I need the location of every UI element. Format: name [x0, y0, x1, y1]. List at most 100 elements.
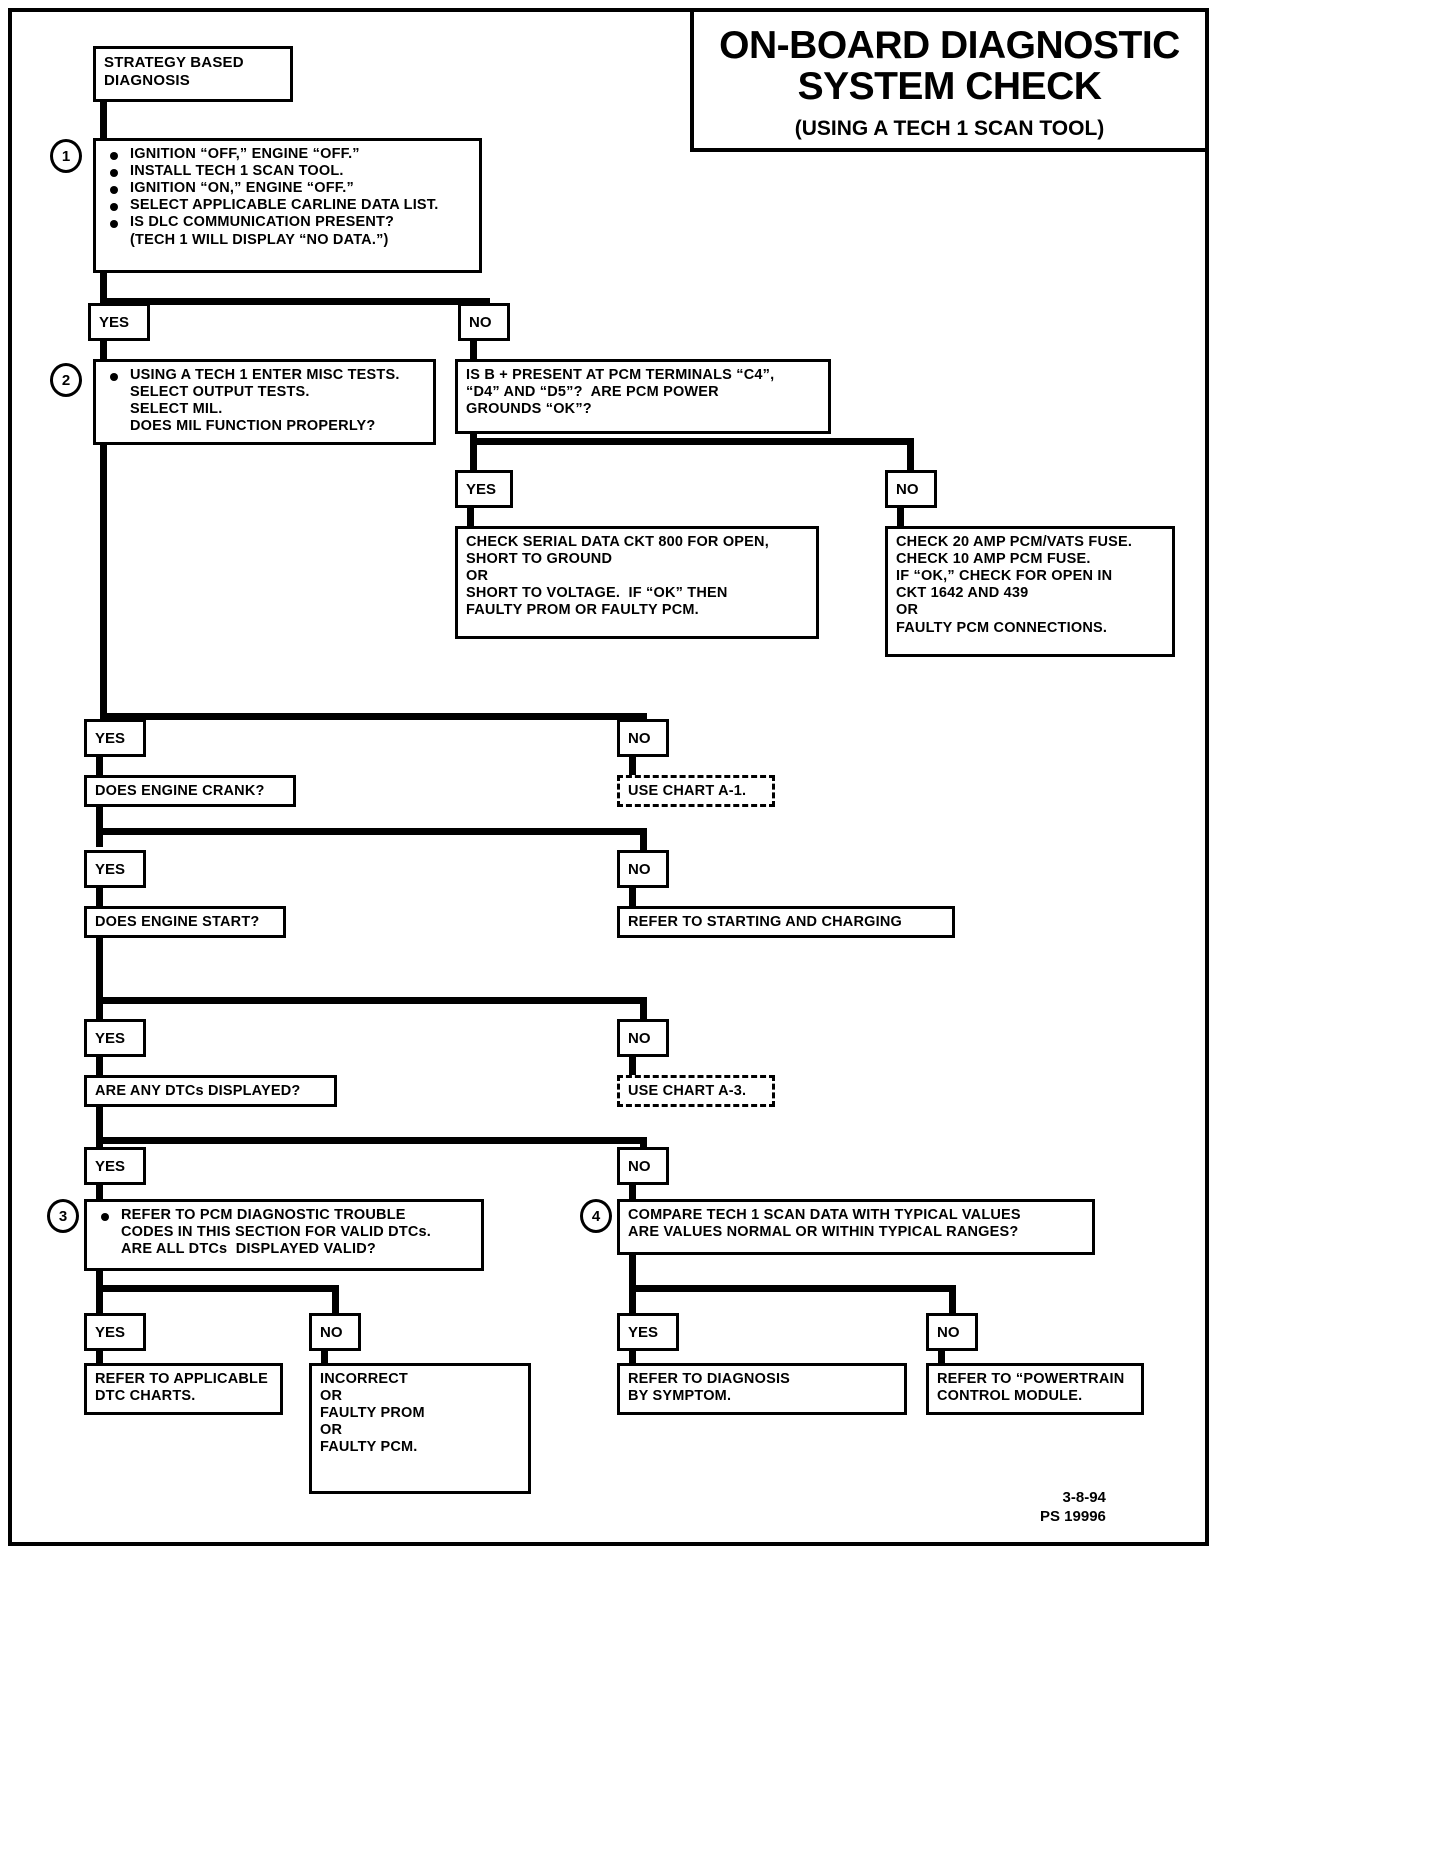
yes-text: YES — [99, 313, 130, 331]
connector-bplus-to-no — [907, 438, 914, 470]
no-text: NO — [469, 313, 492, 331]
connector-no-start-down — [629, 888, 636, 908]
node-use-chart-a1: USE CHART A-1. — [617, 775, 775, 807]
footer-date: 3-8-94 — [1062, 1489, 1106, 1506]
strategy-line-1: STRATEGY BASED — [104, 54, 244, 71]
footer-code: PS 19996 — [1040, 1507, 1106, 1525]
label-no-dtcs: NO — [617, 1019, 669, 1057]
node-step-4: COMPARE TECH 1 SCAN DATA WITH TYPICAL VA… — [617, 1199, 1095, 1255]
fuse-line-2: CHECK 10 AMP PCM FUSE. — [896, 551, 1091, 568]
fuse-line-4: CKT 1642 AND 439 — [896, 585, 1029, 602]
node-b-plus-present: IS B + PRESENT AT PCM TERMINALS “C4”, “D… — [455, 359, 831, 434]
yes-text: YES — [466, 480, 497, 498]
connector-step4-to-no — [949, 1285, 956, 1313]
no-text: NO — [628, 860, 651, 878]
pcm-module-line-1: REFER TO “POWERTRAIN — [937, 1371, 1125, 1387]
serial-line-3: OR — [466, 568, 489, 585]
connector-step2-split-bar — [100, 713, 647, 720]
connector-start-down — [96, 938, 103, 1020]
step1-bullet-2: INSTALL TECH 1 SCAN TOOL. — [104, 163, 471, 180]
step4-line-2: ARE VALUES NORMAL OR WITHIN TYPICAL RANG… — [628, 1224, 1019, 1241]
title-subtitle: (USING A TECH 1 SCAN TOOL) — [794, 117, 1105, 141]
connector-dtcs-split-bar — [96, 1137, 647, 1144]
step-marker-3: 3 — [47, 1199, 79, 1233]
fuse-line-1: CHECK 20 AMP PCM/VATS FUSE. — [896, 534, 1133, 550]
step1-bullet-5: IS DLC COMMUNICATION PRESENT? — [104, 214, 471, 231]
connector-dtcs-down — [96, 1107, 103, 1155]
connector-bplus-split-bar — [470, 438, 914, 445]
node-refer-applicable-dtc-charts: REFER TO APPLICABLE DTC CHARTS. — [84, 1363, 283, 1415]
label-yes-crank: YES — [84, 719, 146, 757]
label-yes-by-symptom: YES — [617, 1313, 679, 1351]
connector-no-pcm-module-down — [938, 1351, 945, 1365]
pcm-module-line-2: CONTROL MODULE. — [937, 1388, 1083, 1405]
connector-crank-down — [96, 807, 103, 847]
connector-yes1-down — [100, 341, 107, 361]
serial-line-1: CHECK SERIAL DATA CKT 800 FOR OPEN, — [466, 534, 769, 550]
label-no-crank: NO — [617, 719, 669, 757]
bplus-line-3: GROUNDS “OK”? — [466, 401, 592, 418]
strategy-line-2: DIAGNOSIS — [104, 71, 190, 89]
connector-step1-down — [100, 273, 107, 305]
step2-line-1: USING A TECH 1 ENTER MISC TESTS. — [104, 367, 425, 384]
bplus-line-2: “D4” AND “D5”? ARE PCM POWER — [466, 384, 719, 401]
step-number-1: 1 — [61, 147, 71, 165]
by-symptom-line-2: BY SYMPTOM. — [628, 1388, 732, 1405]
fuse-line-6: FAULTY PCM CONNECTIONS. — [896, 619, 1108, 636]
connector-yes-dtc-charts-down — [96, 1351, 103, 1365]
label-no-bplus: NO — [885, 470, 937, 508]
label-yes-bplus: YES — [455, 470, 513, 508]
yes-text: YES — [95, 1029, 126, 1047]
label-no-step1: NO — [458, 303, 510, 341]
connector-strategy-to-step1 — [100, 102, 107, 142]
connector-no-crank-down — [629, 757, 636, 777]
step-number-3: 3 — [58, 1207, 68, 1225]
label-yes-dtcs: YES — [84, 1019, 146, 1057]
step4-line-1: COMPARE TECH 1 SCAN DATA WITH TYPICAL VA… — [628, 1207, 1021, 1223]
node-does-engine-start: DOES ENGINE START? — [84, 906, 286, 938]
fuse-line-5: OR — [896, 602, 919, 619]
no-text: NO — [320, 1323, 343, 1341]
step3-line-3: ARE ALL DTCs DISPLAYED VALID? — [121, 1241, 376, 1258]
by-symptom-line-1: REFER TO DIAGNOSIS — [628, 1371, 791, 1387]
yes-text: YES — [95, 1323, 126, 1341]
chart-a3-text: USE CHART A-3. — [628, 1083, 747, 1099]
step2-line-4: DOES MIL FUNCTION PROPERLY? — [130, 418, 376, 435]
connector-start-split-bar — [96, 997, 647, 1004]
connector-no-incorrect-down — [321, 1351, 328, 1365]
dtc-charts-line-2: DTC CHARTS. — [95, 1388, 196, 1405]
step-marker-1: 1 — [50, 139, 82, 173]
connector-crank-to-no — [640, 828, 647, 850]
fuse-line-3: IF “OK,” CHECK FOR OPEN IN — [896, 568, 1113, 585]
no-text: NO — [628, 729, 651, 747]
no-text: NO — [896, 480, 919, 498]
step1-bullet-5-sub: (TECH 1 WILL DISPLAY “NO DATA.”) — [130, 231, 389, 248]
serial-line-5: FAULTY PROM OR FAULTY PCM. — [466, 602, 699, 619]
connector-no1-down — [470, 341, 477, 361]
step1-bullet-3: IGNITION “ON,” ENGINE “OFF.” — [104, 180, 471, 197]
node-are-any-dtcs-displayed: ARE ANY DTCs DISPLAYED? — [84, 1075, 337, 1107]
connector-no-step4-down — [629, 1185, 636, 1201]
connector-crank-split-bar — [96, 828, 647, 835]
connector-step3-to-no — [332, 1285, 339, 1313]
label-yes-start: YES — [84, 850, 146, 888]
start-text: DOES ENGINE START? — [95, 914, 260, 930]
label-no-start: NO — [617, 850, 669, 888]
node-check-fuses: CHECK 20 AMP PCM/VATS FUSE. CHECK 10 AMP… — [885, 526, 1175, 657]
node-strategy-based-diagnosis: STRATEGY BASED DIAGNOSIS — [93, 46, 293, 102]
connector-yes-dtcs-down — [96, 1057, 103, 1077]
incorrect-line-3: FAULTY PROM — [320, 1405, 425, 1422]
footer-block: 3-8-94 PS 19996 — [1040, 1489, 1106, 1527]
starting-charging-text: REFER TO STARTING AND CHARGING — [628, 914, 902, 930]
connector-yes-start-down — [96, 888, 103, 908]
step-marker-4: 4 — [580, 1199, 612, 1233]
label-no-pcm-module: NO — [926, 1313, 978, 1351]
dtc-charts-line-1: REFER TO APPLICABLE — [95, 1371, 268, 1387]
node-refer-diagnosis-by-symptom: REFER TO DIAGNOSIS BY SYMPTOM. — [617, 1363, 907, 1415]
connector-step3-split-bar — [96, 1285, 339, 1292]
connector-step4-split-bar — [629, 1285, 956, 1292]
title-block: ON-BOARD DIAGNOSTIC SYSTEM CHECK (USING … — [690, 12, 1205, 152]
incorrect-line-2: OR — [320, 1388, 343, 1405]
step3-line-2: CODES IN THIS SECTION FOR VALID DTCs. — [121, 1224, 432, 1241]
